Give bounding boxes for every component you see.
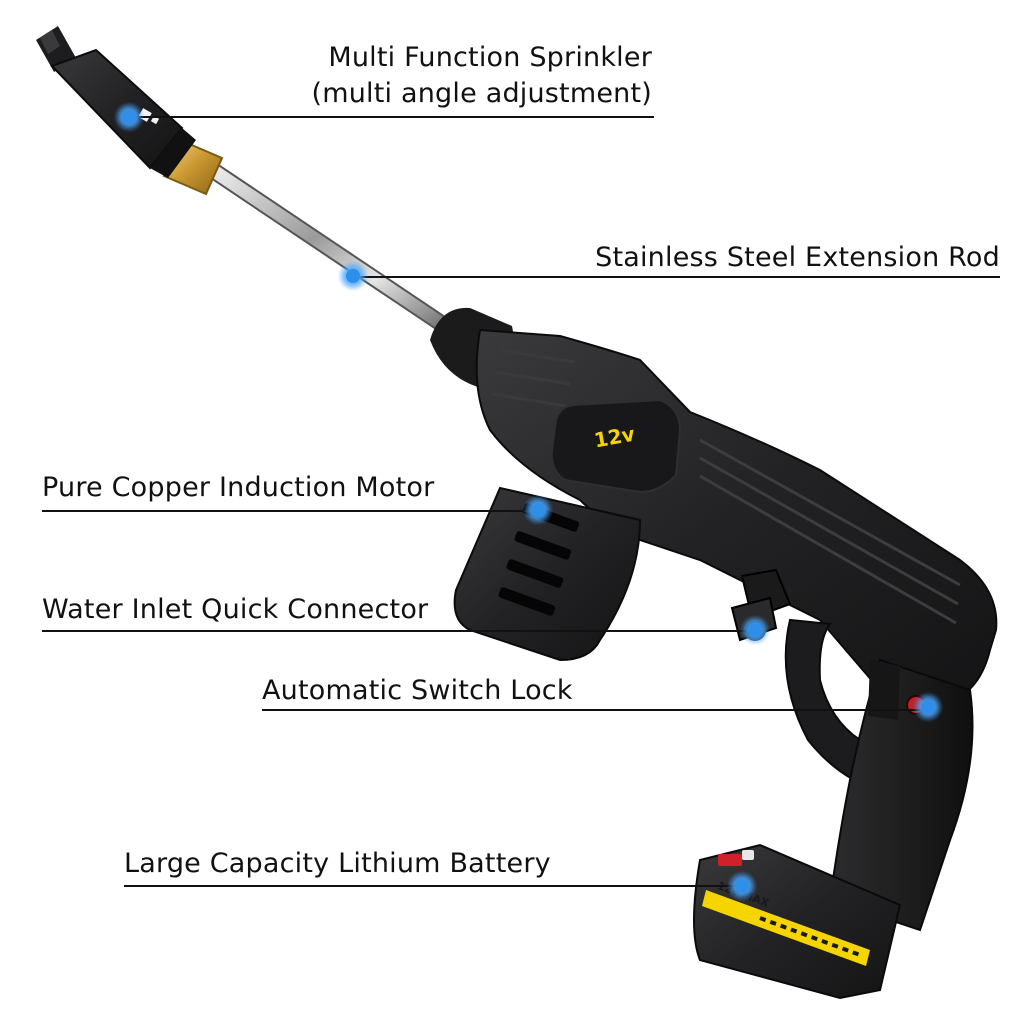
callout-inlet-leader xyxy=(42,630,754,632)
extension-rod xyxy=(196,156,457,337)
callout-rod-leader xyxy=(354,276,1000,278)
gun-grip xyxy=(784,618,974,932)
callout-inlet-marker xyxy=(748,623,762,637)
callout-rod-label: Stainless Steel Extension Rod xyxy=(560,240,1000,276)
callout-inlet-line-1: Water Inlet Quick Connector xyxy=(42,594,429,625)
callout-motor-label: Pure Copper Induction Motor xyxy=(42,470,434,506)
callout-sprinkler-line-1: Multi Function Sprinkler xyxy=(328,42,652,73)
callout-battery-leader xyxy=(124,885,742,887)
callout-motor-marker xyxy=(531,503,545,517)
callout-motor-line-1: Pure Copper Induction Motor xyxy=(42,472,435,503)
callout-switch-marker xyxy=(921,700,935,714)
callout-switch-leader xyxy=(262,709,930,711)
sprinkler-nozzle xyxy=(36,26,196,178)
callout-battery-label: Large Capacity Lithium Battery xyxy=(124,846,551,882)
callout-inlet-label: Water Inlet Quick Connector xyxy=(42,592,428,628)
gun-body xyxy=(430,307,998,702)
callout-switch-line-1: Automatic Switch Lock xyxy=(262,675,573,706)
callout-sprinkler-label: Multi Function Sprinkler (multi angle ad… xyxy=(300,40,652,112)
callout-sprinkler-marker xyxy=(122,110,136,124)
callout-rod-line-1: Stainless Steel Extension Rod xyxy=(595,242,1000,273)
callout-battery-marker xyxy=(735,879,749,893)
callout-battery-line-1: Large Capacity Lithium Battery xyxy=(124,848,551,879)
callout-switch-label: Automatic Switch Lock xyxy=(262,673,573,709)
callout-sprinkler-leader xyxy=(130,116,654,118)
callout-sprinkler-line-2: (multi angle adjustment) xyxy=(311,78,652,109)
callout-rod-marker xyxy=(346,269,360,283)
callout-motor-leader xyxy=(42,510,538,512)
